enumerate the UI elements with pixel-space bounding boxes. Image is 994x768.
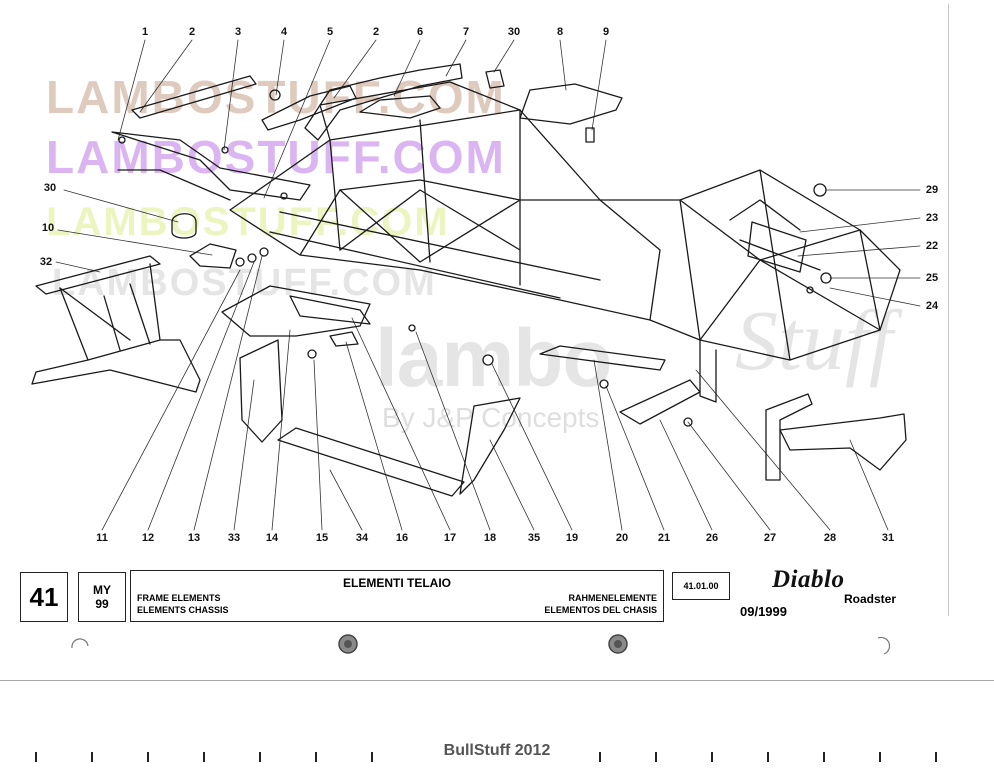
callout-28: 28: [823, 532, 837, 544]
model-year-value: 99: [95, 597, 109, 611]
callout-22: 22: [925, 240, 939, 252]
callout-8: 8: [556, 26, 564, 38]
front-subframe: [31, 255, 201, 393]
footer-credit: BullStuff 2012: [443, 742, 551, 759]
callout-26: 26: [705, 532, 719, 544]
watermark-subtitle: By J&P Concepts: [382, 402, 600, 433]
callout-34: 34: [355, 532, 369, 544]
ruler-ticks: [35, 752, 937, 762]
revision-date: 09/1999: [740, 604, 787, 619]
page-number: 41: [20, 572, 68, 622]
floor-panels: [221, 285, 701, 425]
main-chassis-frame: [229, 81, 901, 403]
watermark-logo-script: Stuff: [735, 292, 893, 388]
callout-3: 3: [234, 26, 242, 38]
separator-line: [0, 680, 994, 681]
watermark-text: LAMBOSTUFF.COM: [52, 262, 437, 304]
callout-16: 16: [395, 532, 409, 544]
callout-20: 20: [615, 532, 629, 544]
callout-25: 25: [925, 272, 939, 284]
callout-17: 17: [443, 532, 457, 544]
model-variant: Roadster: [844, 592, 897, 606]
callout-1: 1: [141, 26, 149, 38]
model-year-label: MY: [93, 582, 111, 597]
callout-24: 24: [925, 300, 939, 312]
callout-33: 33: [227, 532, 241, 544]
callout-19: 19: [565, 532, 579, 544]
callout-13: 13: [187, 532, 201, 544]
callout-9: 9: [602, 26, 610, 38]
callout-15: 15: [315, 532, 329, 544]
callout-5: 5: [326, 26, 334, 38]
watermark-text: LAMBOSTUFF.COM: [46, 200, 450, 244]
mount-parts: [171, 213, 269, 269]
callout-6: 6: [416, 26, 424, 38]
leader-lines: [55, 39, 921, 531]
frame-exploded-diagram: [31, 39, 921, 531]
title-french: ELEMENTS CHASSIS: [137, 604, 229, 615]
callout-35: 35: [527, 532, 541, 544]
callout-31: 31: [881, 532, 895, 544]
callout-2-second: 2: [372, 26, 380, 38]
sheet-border: [12, 4, 949, 616]
title-spanish: ELEMENTOS DEL CHASIS: [544, 604, 657, 615]
watermark-text: LAMBOSTUFF.COM: [46, 131, 506, 183]
section-code: 41.01.00: [672, 572, 730, 600]
callout-30-left: 30: [43, 182, 57, 194]
callout-11: 11: [96, 532, 108, 544]
rear-parts: [747, 183, 907, 481]
callout-32: 32: [39, 256, 53, 268]
callout-21: 21: [657, 532, 671, 544]
callout-10: 10: [41, 222, 55, 234]
callout-18: 18: [483, 532, 497, 544]
side-panels: [239, 324, 693, 497]
model-logo: Diablo: [772, 566, 845, 593]
title-translations-right: RAHMENELEMENTE ELEMENTOS DEL CHASIS: [544, 593, 657, 616]
section-title: ELEMENTI TELAIO: [343, 576, 451, 590]
callout-12: 12: [141, 532, 155, 544]
callout-27: 27: [763, 532, 777, 544]
upper-parts: [111, 63, 623, 201]
callout-30: 30: [507, 26, 521, 38]
callout-14: 14: [265, 532, 279, 544]
title-translations-left: FRAME ELEMENTS ELEMENTS CHASSIS: [137, 593, 229, 616]
callout-4: 4: [280, 26, 288, 38]
callout-2: 2: [188, 26, 196, 38]
title-german: RAHMENELEMENTE: [568, 593, 657, 603]
title-english: FRAME ELEMENTS: [137, 593, 221, 603]
watermark-text: LAMBOSTUFF.COM: [46, 71, 506, 123]
callout-23: 23: [925, 212, 939, 224]
model-year-box: MY 99: [78, 572, 126, 622]
callout-29: 29: [925, 184, 939, 196]
binder-holes: [71, 634, 891, 655]
callout-7: 7: [462, 26, 470, 38]
description-box: ELEMENTI TELAIO FRAME ELEMENTS ELEMENTS …: [130, 570, 664, 622]
